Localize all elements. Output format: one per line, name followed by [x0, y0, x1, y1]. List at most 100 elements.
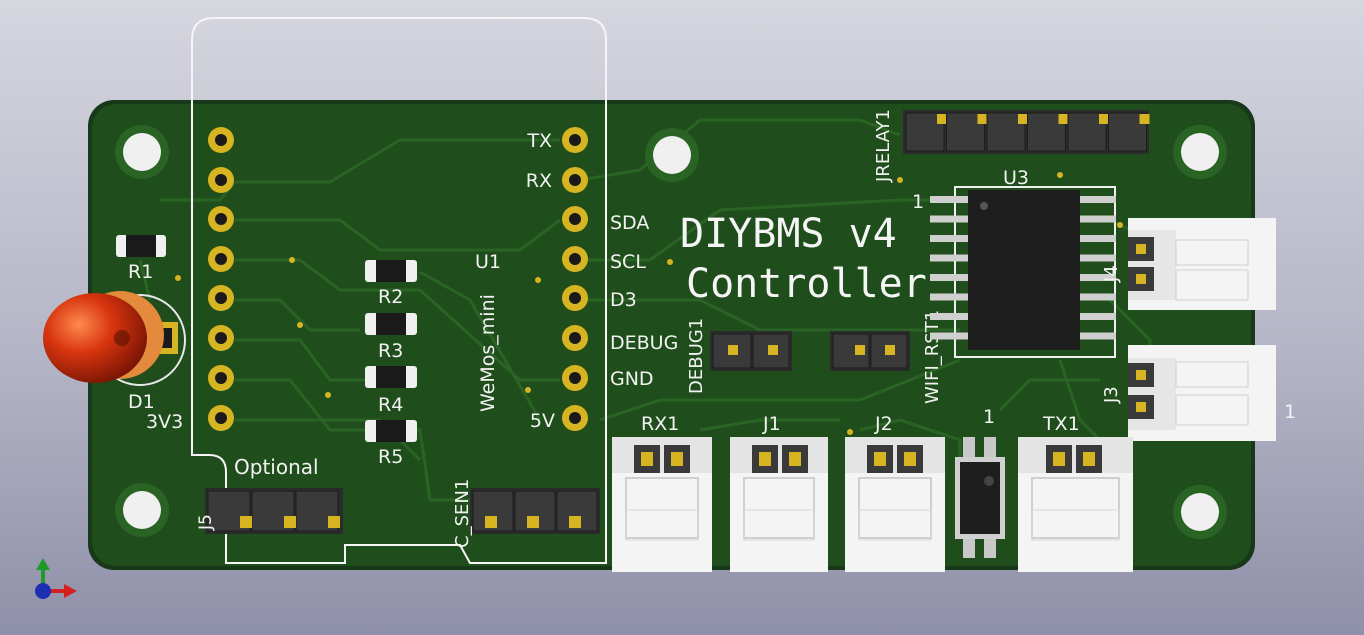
module-left-pins — [208, 127, 234, 431]
ic-pin1-marker: 1 — [912, 191, 924, 213]
ic-lead — [1078, 254, 1116, 262]
label-j1: J1 — [762, 413, 781, 435]
module-pin — [562, 325, 588, 351]
jst-connector — [1018, 437, 1133, 572]
resistor-r4 — [365, 366, 417, 388]
mounting-hole — [1173, 485, 1227, 539]
pin-label-debug: DEBUG — [610, 332, 678, 354]
label-r1: R1 — [128, 261, 153, 283]
pin-label-tx: TX — [526, 130, 552, 152]
pin-label-5v: 5V — [530, 410, 555, 432]
label-j2: J2 — [874, 413, 893, 435]
module-pin — [562, 365, 588, 391]
opto-pin1-marker: 1 — [983, 406, 995, 428]
resistor-r3 — [365, 313, 417, 335]
pin-label-d3: D3 — [610, 289, 637, 311]
label-j3: J3 — [1101, 386, 1122, 404]
module-pin — [208, 285, 234, 311]
jumper-debug1 — [710, 331, 792, 371]
label-debug1: DEBUG1 — [686, 318, 707, 394]
bottom-connectors — [612, 437, 1133, 572]
relay-pin — [1067, 112, 1109, 152]
connector-j4 — [1128, 218, 1276, 310]
ic-lead — [930, 313, 970, 320]
ic-lead — [1078, 274, 1116, 281]
ic-lead — [1078, 332, 1116, 340]
pin-label-scl: SCL — [610, 251, 646, 273]
module-pin — [208, 127, 234, 153]
pin-label-gnd: GND — [610, 368, 654, 390]
header-j5 — [205, 488, 343, 534]
module-pin — [208, 365, 234, 391]
jst-connector — [845, 437, 945, 572]
led-d1 — [43, 291, 186, 386]
vias — [175, 172, 1123, 435]
label-wifi-rst1: WIFI_RST1 — [922, 310, 943, 404]
board-title-line1: DIYBMS v4 — [680, 211, 897, 257]
ic-lead — [1078, 313, 1116, 320]
ic-lead — [1078, 235, 1116, 242]
module-pin — [562, 246, 588, 272]
label-rx1: RX1 — [641, 413, 679, 435]
module-pin — [208, 206, 234, 232]
module-right-pins — [562, 127, 588, 431]
module-pin — [208, 325, 234, 351]
jst-connector — [730, 437, 828, 572]
label-tx1: TX1 — [1042, 413, 1080, 435]
module-ref-u1: U1 — [475, 251, 501, 273]
ic-lead — [930, 215, 970, 223]
ic-lead — [1078, 293, 1116, 301]
ic-lead — [930, 293, 970, 301]
label-r3: R3 — [378, 340, 403, 362]
module-pin — [562, 167, 588, 193]
mounting-hole — [115, 483, 169, 537]
mounting-hole — [115, 125, 169, 179]
xyz-axes-icon — [35, 558, 77, 599]
module-pin — [562, 127, 588, 153]
ic-lead — [930, 274, 970, 281]
ic-lead — [1078, 196, 1116, 203]
mounting-hole — [645, 128, 699, 182]
mounting-hole — [1173, 125, 1227, 179]
connector-j3 — [1128, 345, 1276, 441]
label-optional: Optional — [234, 455, 319, 479]
relay-pin — [1027, 112, 1069, 152]
label-j4: J4 — [1101, 265, 1122, 283]
ic-u3 — [930, 186, 1116, 358]
ic-lead — [930, 254, 970, 262]
module-pin — [208, 405, 234, 431]
module-pin — [208, 246, 234, 272]
label-u3: U3 — [1003, 167, 1029, 189]
label-d1: D1 — [128, 391, 155, 413]
jst-connector — [612, 437, 712, 572]
j3-pin1-marker: 1 — [1284, 401, 1296, 423]
label-r4: R4 — [378, 394, 403, 416]
optocoupler — [955, 437, 1005, 558]
module-pin — [562, 405, 588, 431]
label-csen1: C_SEN1 — [452, 479, 473, 548]
relay-pin — [905, 112, 947, 152]
relay-pin — [1108, 112, 1150, 152]
label-j5: J5 — [196, 514, 216, 531]
label-r5: R5 — [378, 446, 403, 468]
resistor-r2 — [365, 260, 417, 282]
board-title-line2: Controller — [686, 261, 927, 307]
ic-lead — [930, 196, 970, 203]
header-csen1 — [470, 488, 600, 534]
module-pin — [208, 167, 234, 193]
header-jrelay1 — [903, 110, 1150, 154]
pin-label-rx: RX — [526, 170, 552, 192]
label-r2: R2 — [378, 286, 403, 308]
jumper-wifi-rst1 — [830, 331, 910, 371]
relay-pin — [986, 112, 1028, 152]
wemos-module-outline — [191, 17, 607, 564]
ic-lead — [1078, 215, 1116, 223]
module-pin — [562, 285, 588, 311]
resistor-r5 — [365, 420, 417, 442]
module-pin — [562, 206, 588, 232]
ic-lead — [930, 235, 970, 242]
pin-label-sda: SDA — [610, 212, 649, 234]
label-3v3: 3V3 — [146, 411, 183, 433]
label-jrelay1: JRELAY1 — [873, 109, 894, 183]
